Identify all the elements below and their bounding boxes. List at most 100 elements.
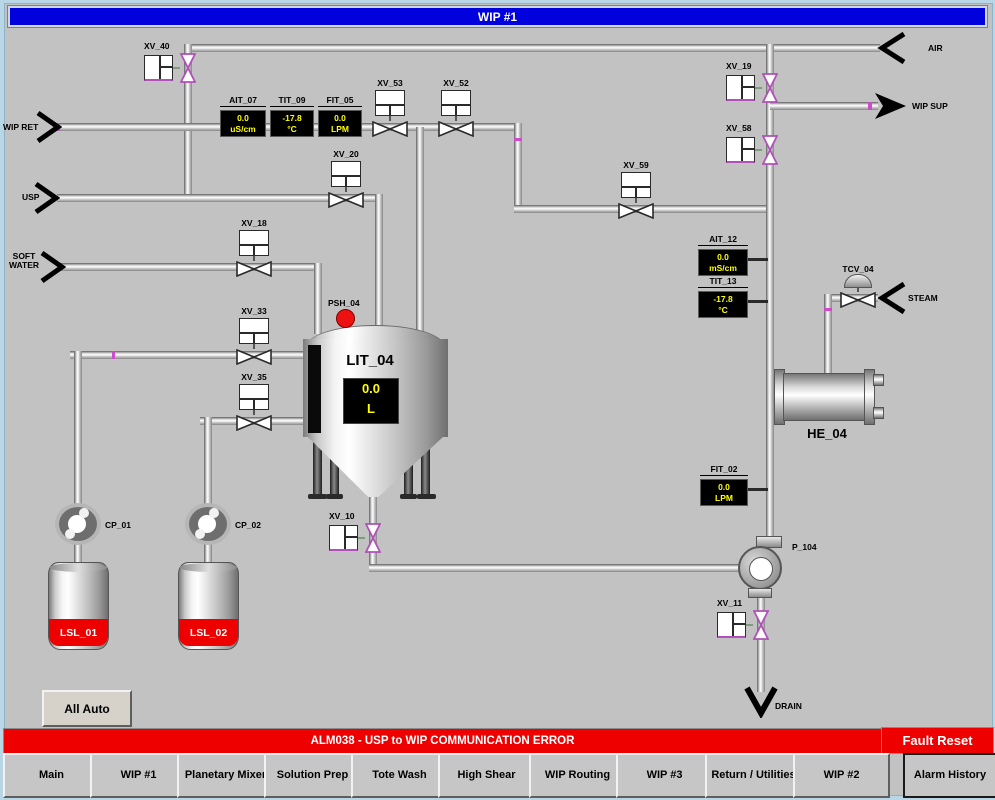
valve-xv-18[interactable]: XV_18 (236, 218, 272, 277)
nav-button-solution-prep[interactable]: Solution Prep (264, 753, 361, 798)
valve-stem (746, 624, 753, 626)
nav-button-alarm-history[interactable]: Alarm History (903, 753, 995, 798)
valve-xv-33[interactable]: XV_33 (236, 306, 272, 365)
valve-xv-19[interactable]: XV_19 (726, 61, 786, 103)
nav-label: Alarm History (913, 769, 987, 782)
lsl-02-status-band: LSL_02 (179, 619, 238, 646)
valve-label: XV_19 (726, 61, 752, 71)
nav-button-wip-routing[interactable]: WIP Routing (529, 753, 626, 798)
nav-label: Planetary Mixer (184, 769, 267, 782)
valve-stem (455, 116, 457, 121)
tank-foot (326, 494, 343, 499)
flow-tick (112, 351, 115, 359)
valve-actuator-icon (717, 612, 746, 638)
instrument-tit-09: TIT_09 -17.8°C (270, 95, 314, 138)
valve-stem (389, 116, 391, 121)
nav-button-high-shear[interactable]: High Shear (438, 753, 535, 798)
flow-tick (824, 308, 832, 311)
pump-impeller-icon (209, 508, 219, 518)
valve-actuator-icon (239, 230, 269, 256)
pipe-segment (204, 417, 212, 566)
pump-p-104-label: P_104 (792, 542, 817, 552)
pump-impeller-icon (65, 529, 75, 539)
tank-level-strip (308, 345, 321, 433)
instrument-value: 0.0 (717, 252, 729, 262)
pipe-segment (766, 44, 774, 548)
valve-actuator-icon (329, 525, 358, 551)
valve-stem (635, 198, 637, 203)
instrument-value: 0.0 (718, 482, 730, 492)
instrument-connector (748, 258, 768, 261)
pump-cp-01[interactable] (55, 503, 101, 545)
instrument-label: FIT_02 (700, 464, 748, 476)
nav-button-wip-1[interactable]: WIP #1 (90, 753, 187, 798)
tank-leg (313, 438, 322, 495)
air-inlet-arrow-icon (877, 31, 906, 65)
instrument-display: -17.8°C (270, 110, 314, 138)
valve-xv-52[interactable]: XV_52 (438, 78, 474, 137)
valve-xv-35[interactable]: XV_35 (236, 372, 272, 431)
valve-body-icon (618, 203, 654, 219)
nav-label: Main (38, 769, 65, 782)
valve-label: XV_53 (377, 78, 403, 88)
valve-xv-40[interactable]: XV_40 (144, 41, 204, 83)
valve-xv-10[interactable]: XV_10 (329, 511, 389, 553)
fault-reset-button[interactable]: Fault Reset (881, 727, 994, 754)
page-title: WIP #1 (7, 5, 988, 28)
pump-casing-icon (185, 503, 231, 545)
tank-level-display: 0.0 L (343, 378, 399, 424)
valve-stem (345, 187, 347, 192)
pump-cp-02-label: CP_02 (235, 520, 261, 530)
valve-body-icon (236, 349, 272, 365)
valve-stem (755, 149, 762, 151)
drum-cap (180, 563, 237, 572)
pump-center-icon (749, 557, 773, 581)
valve-actuator-icon (144, 55, 173, 81)
instrument-connector (748, 488, 768, 491)
stream-label-air: AIR (928, 43, 943, 53)
tank-level-unit: L (367, 400, 375, 416)
all-auto-button[interactable]: All Auto (42, 690, 132, 727)
instrument-value: 0.0 (237, 113, 249, 123)
pipe-segment (184, 44, 880, 52)
wip-ret-inlet-arrow-icon (36, 110, 62, 144)
flow-tick (514, 138, 522, 141)
nav-label: WIP Routing (544, 769, 611, 782)
valve-xv-58[interactable]: XV_58 (726, 123, 786, 165)
stream-label-soft-water: SOFT WATER (8, 251, 40, 271)
instrument-unit: °C (287, 123, 297, 134)
valve-xv-53[interactable]: XV_53 (372, 78, 408, 137)
valve-body-icon (328, 192, 364, 208)
valve-body-icon (840, 292, 876, 308)
valve-xv-11[interactable]: XV_11 (717, 598, 777, 640)
nav-button-wip-2[interactable]: WIP #2 (793, 753, 890, 798)
valve-tcv-04[interactable]: TCV_04 (836, 264, 880, 308)
instrument-tit-13: TIT_13 -17.8°C (698, 276, 748, 319)
pipe-segment (375, 194, 383, 334)
valve-actuator-icon (621, 172, 651, 198)
valve-body-icon (236, 261, 272, 277)
pipe-segment (514, 123, 522, 213)
nav-button-wip-3[interactable]: WIP #3 (616, 753, 713, 798)
nav-button-planetary-mixer[interactable]: Planetary Mixer (177, 753, 274, 798)
pump-impeller-icon (195, 529, 205, 539)
valve-body-icon (180, 53, 196, 83)
tank-level-value: 0.0 (361, 381, 381, 396)
valve-xv-20[interactable]: XV_20 (328, 149, 364, 208)
valve-xv-59[interactable]: XV_59 (618, 160, 654, 219)
alarm-message: ALM038 - USP to WIP COMMUNICATION ERROR (310, 735, 575, 747)
pump-casing-icon (55, 503, 101, 545)
alarm-banner[interactable]: ALM038 - USP to WIP COMMUNICATION ERROR (3, 728, 882, 754)
nav-button-return-utilities[interactable]: Return / Utilities (705, 753, 802, 798)
instrument-display: -17.8°C (698, 291, 748, 319)
pump-p-104[interactable] (736, 536, 786, 598)
instrument-connector (748, 300, 768, 303)
nav-button-main[interactable]: Main (3, 753, 100, 798)
pump-cp-02[interactable] (185, 503, 231, 545)
instrument-label: TIT_13 (698, 276, 748, 288)
nav-button-tote-wash[interactable]: Tote Wash (351, 753, 448, 798)
